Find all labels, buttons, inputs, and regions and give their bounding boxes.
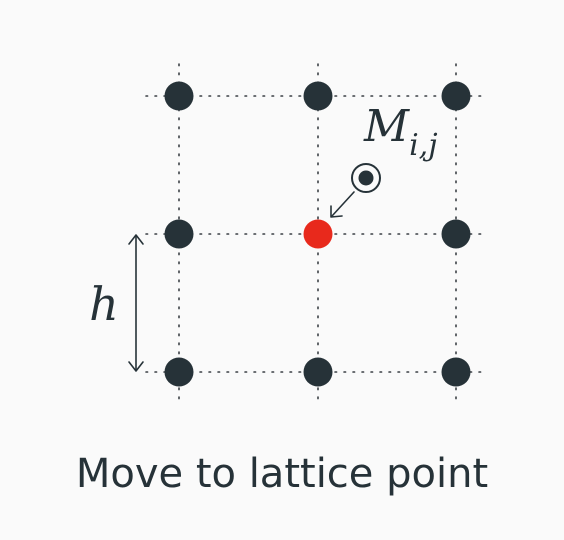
lattice-node xyxy=(164,219,194,249)
caption: Move to lattice point xyxy=(76,451,488,497)
lattice-node xyxy=(164,357,194,387)
lattice-node xyxy=(441,219,471,249)
lattice-node xyxy=(441,357,471,387)
move-arrow xyxy=(330,191,355,218)
point-label-subscript: i,j xyxy=(409,128,437,163)
lattice-nodes xyxy=(164,81,471,387)
target-lattice-node xyxy=(303,219,333,249)
lattice-node xyxy=(441,81,471,111)
lattice-node xyxy=(303,81,333,111)
spacing-label: h xyxy=(89,277,119,331)
lattice-node xyxy=(303,357,333,387)
lattice-node xyxy=(164,81,194,111)
point-label: Mi,j xyxy=(363,101,438,163)
point-label-base: M xyxy=(363,101,410,152)
point-marker xyxy=(351,163,381,193)
spacing-dimension xyxy=(128,234,144,372)
